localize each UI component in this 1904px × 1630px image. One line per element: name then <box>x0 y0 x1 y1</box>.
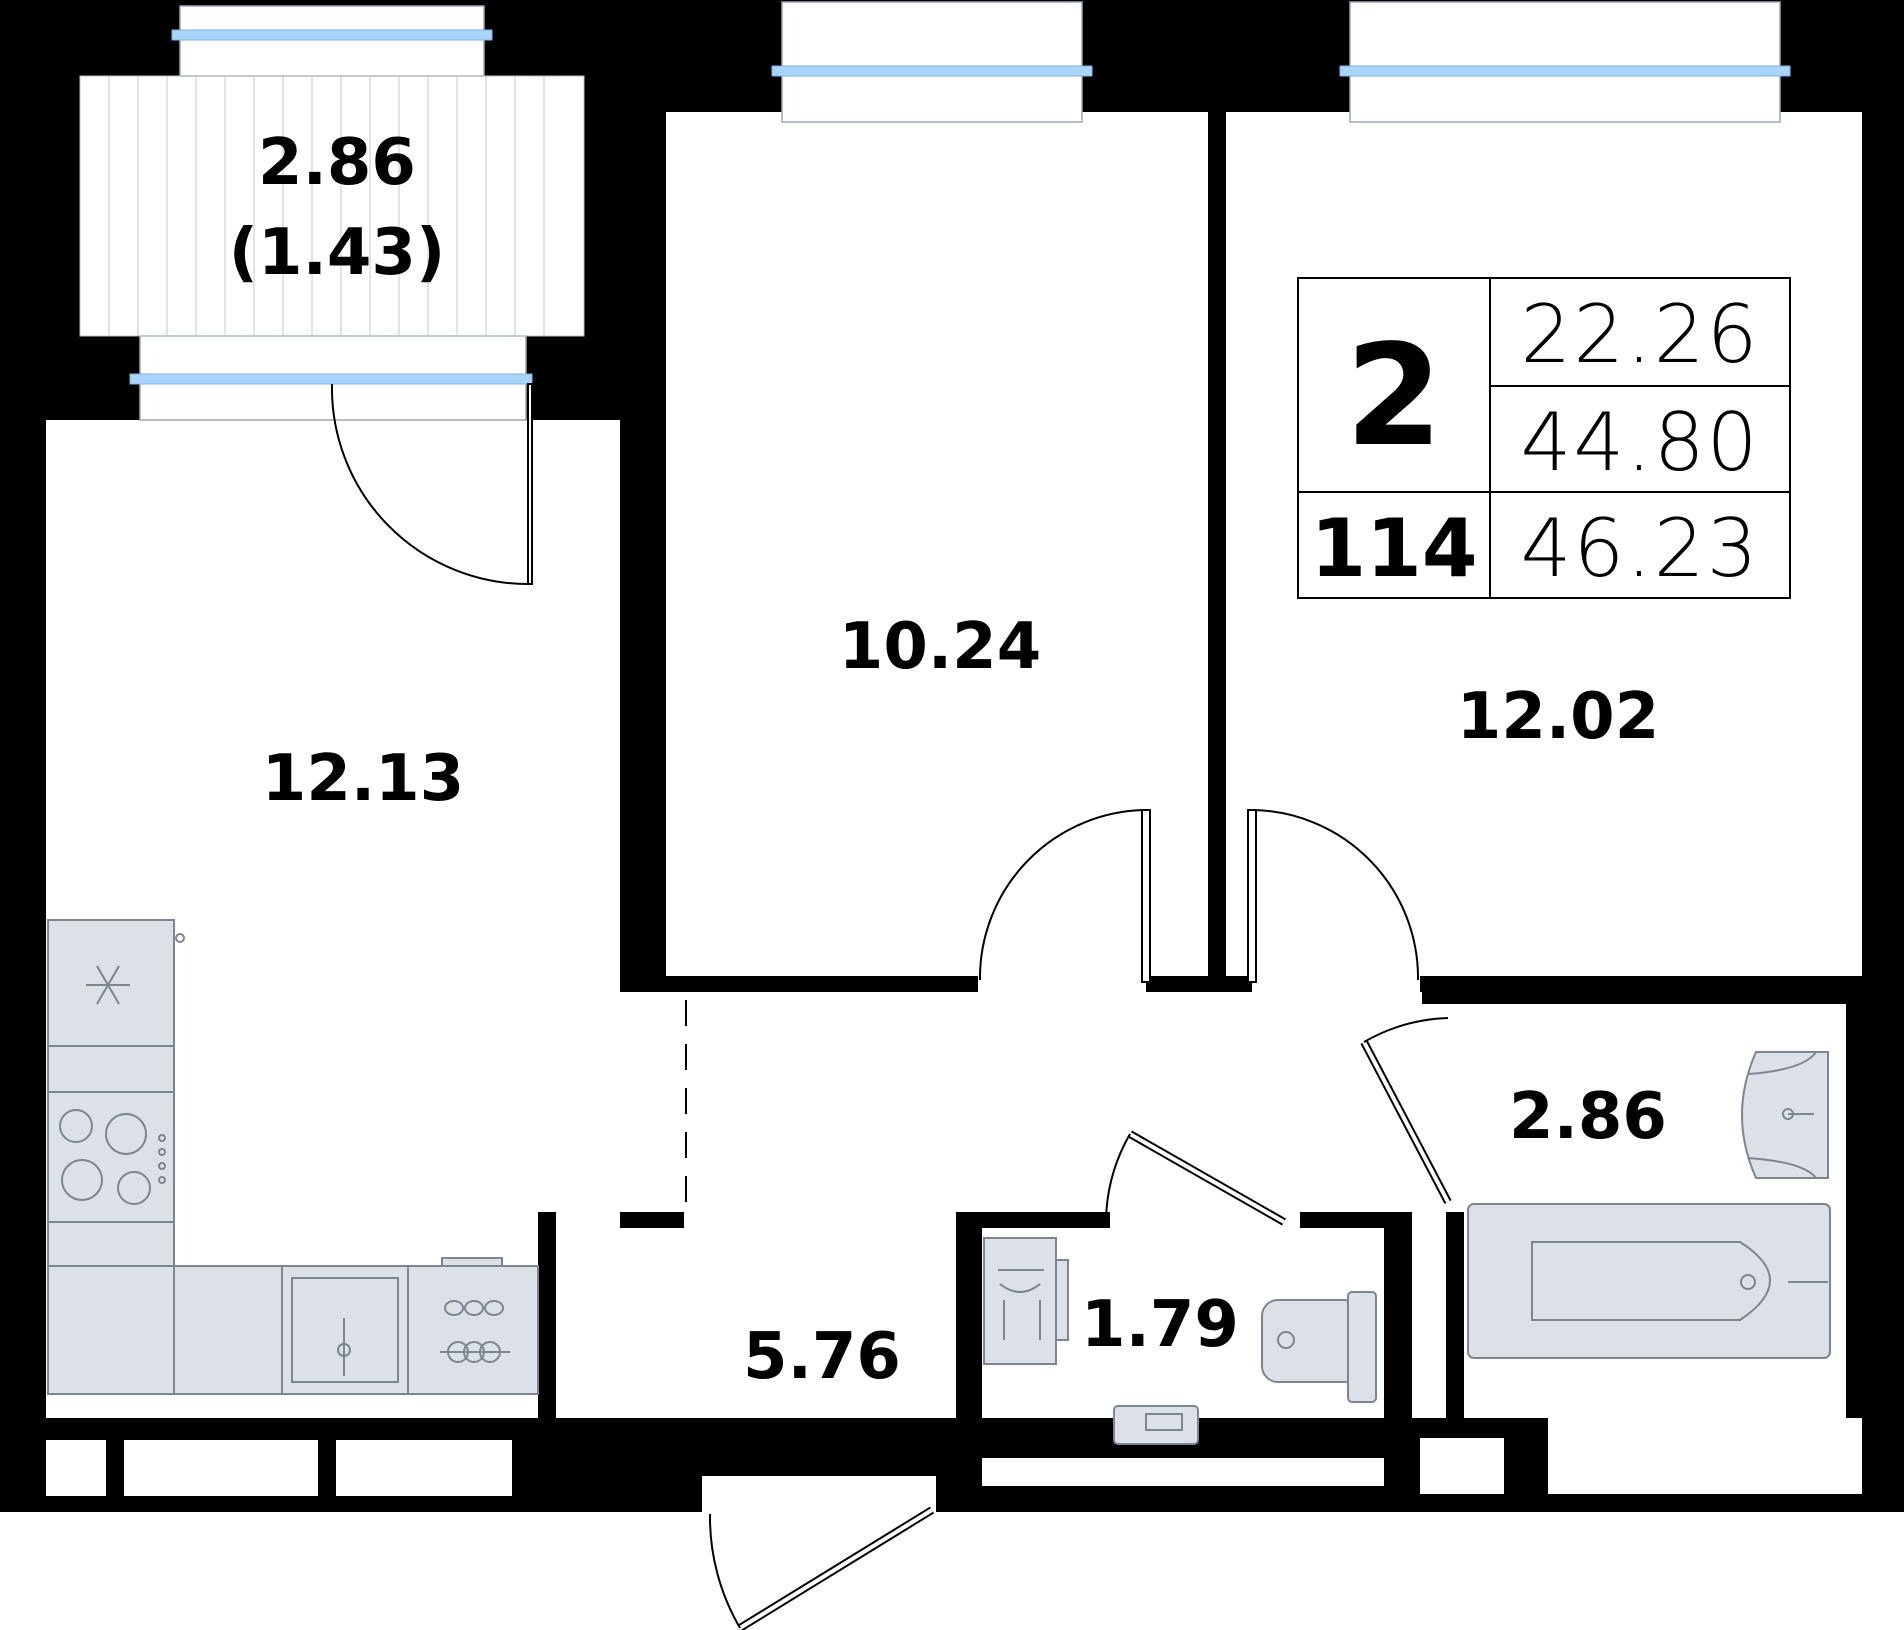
door-bedroom-left <box>978 809 1151 983</box>
summary-table: 2 114 22.26 44.80 46.23 <box>1297 277 1791 599</box>
doors <box>330 383 1452 1630</box>
bathroom-area-label: 2.86 <box>1509 1080 1667 1154</box>
sink-icon <box>281 1265 409 1395</box>
door-toilet <box>1105 1130 1286 1226</box>
door-bathroom <box>1360 1017 1452 1204</box>
total-area-with-balcony: 46.23 <box>1520 502 1759 595</box>
room-count: 2 <box>1345 315 1442 478</box>
apartment-number: 114 <box>1311 502 1478 595</box>
door-bedroom-right <box>1247 809 1420 983</box>
window-bedroom-left <box>771 1 1093 123</box>
cooktop-icon <box>407 1257 539 1395</box>
toilet-icon <box>1261 1291 1377 1403</box>
balcony-hatch <box>79 75 585 337</box>
toilet-area-label: 1.79 <box>1081 1288 1239 1362</box>
walls-overlay <box>46 1004 1862 1496</box>
living-area: 22.26 <box>1520 288 1759 381</box>
balcony-reduced-area-label: (1.43) <box>229 216 445 290</box>
balcony-area-label: 2.86 <box>258 126 416 200</box>
bathtub-icon <box>1467 1203 1831 1359</box>
window-balcony-top <box>171 5 493 77</box>
stove-icon <box>47 1091 175 1223</box>
hallway-area-label: 5.76 <box>743 1320 901 1394</box>
window-bedroom-right <box>1339 1 1791 123</box>
toilet-fixtures <box>983 1237 1377 1445</box>
washbasin-icon <box>1741 1051 1829 1179</box>
kitchen-area-label: 12.13 <box>262 742 464 816</box>
window-balcony-bottom <box>129 335 533 421</box>
door-balcony <box>330 383 533 585</box>
snowflake-icon <box>86 965 130 1005</box>
total-area: 44.80 <box>1520 396 1759 489</box>
floor-drain-icon <box>1113 1405 1199 1445</box>
boiler-icon <box>983 1237 1069 1365</box>
fridge <box>47 919 185 1093</box>
kitchen-fixtures <box>47 919 539 1395</box>
bathroom-fixtures <box>1467 1051 1831 1359</box>
bedroom-left-area-label: 10.24 <box>839 610 1041 684</box>
bedroom-right-area-label: 12.02 <box>1457 680 1659 754</box>
room-labels: 2.86 (1.43) 12.13 10.24 12.02 5.76 1.79 … <box>229 126 1667 1394</box>
door-entrance <box>708 1506 935 1630</box>
